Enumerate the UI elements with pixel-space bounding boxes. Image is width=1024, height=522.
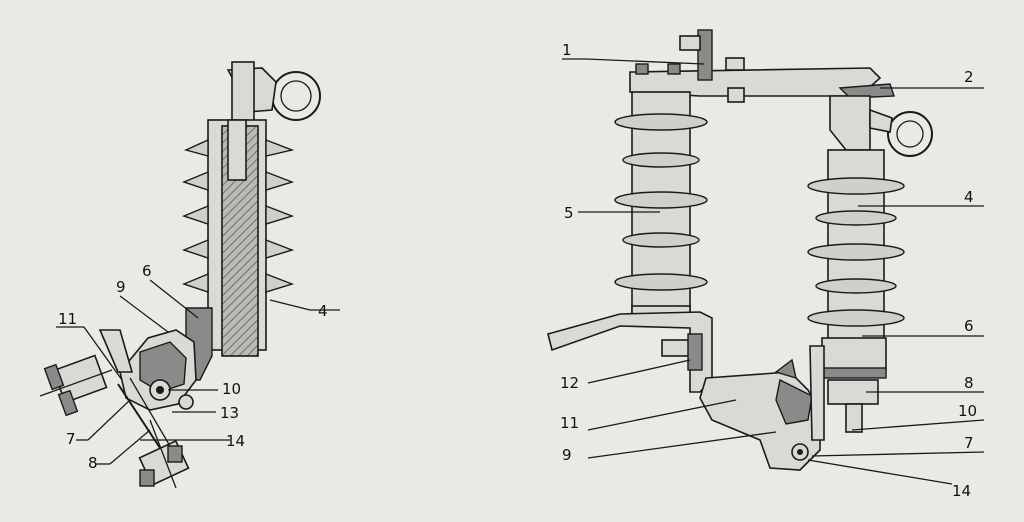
right-label-8: 8	[964, 374, 974, 392]
right-label-4: 4	[964, 188, 974, 206]
right-fuse-cutout-drawing	[547, 29, 933, 471]
right-pull-ring	[887, 111, 933, 157]
left-pull-ring	[271, 71, 321, 121]
right-label-14: 14	[952, 482, 971, 500]
left-label-6: 6	[142, 262, 152, 280]
left-label-8: 8	[88, 454, 98, 472]
left-terminal-upper	[39, 354, 113, 417]
left-fuse-cutout-drawing	[39, 61, 321, 489]
left-label-9: 9	[116, 278, 126, 296]
left-label-10: 10	[222, 380, 241, 398]
left-label-4: 4	[318, 302, 328, 320]
right-label-12: 12	[560, 374, 579, 392]
left-terminal-lower	[138, 419, 190, 489]
right-leader-lines	[562, 58, 985, 485]
right-ferrule	[821, 337, 887, 371]
right-mounting-bracket	[547, 311, 713, 393]
right-label-2: 2	[964, 68, 974, 86]
left-leader-lines	[56, 279, 340, 465]
left-labels: 4 6 9 11 10 13 7 14 8	[58, 262, 328, 472]
left-insulator-sheds	[182, 138, 295, 293]
left-label-11: 11	[58, 310, 77, 328]
right-label-7: 7	[964, 434, 974, 452]
right-label-10: 10	[958, 402, 977, 420]
right-labels: 1 2 4 5 6 8 10 7 14 12 11 9	[560, 41, 977, 500]
right-top-bolt	[697, 29, 713, 81]
right-support-sheds	[614, 113, 708, 291]
left-label-7: 7	[66, 430, 76, 448]
right-label-5: 5	[564, 204, 574, 222]
right-fuse-sheds	[807, 177, 905, 327]
left-label-13: 13	[220, 404, 239, 422]
right-label-11: 11	[560, 414, 579, 432]
right-label-1: 1	[562, 41, 572, 59]
right-label-6: 6	[964, 317, 974, 335]
left-label-14: 14	[226, 432, 245, 450]
right-label-9: 9	[562, 446, 572, 464]
